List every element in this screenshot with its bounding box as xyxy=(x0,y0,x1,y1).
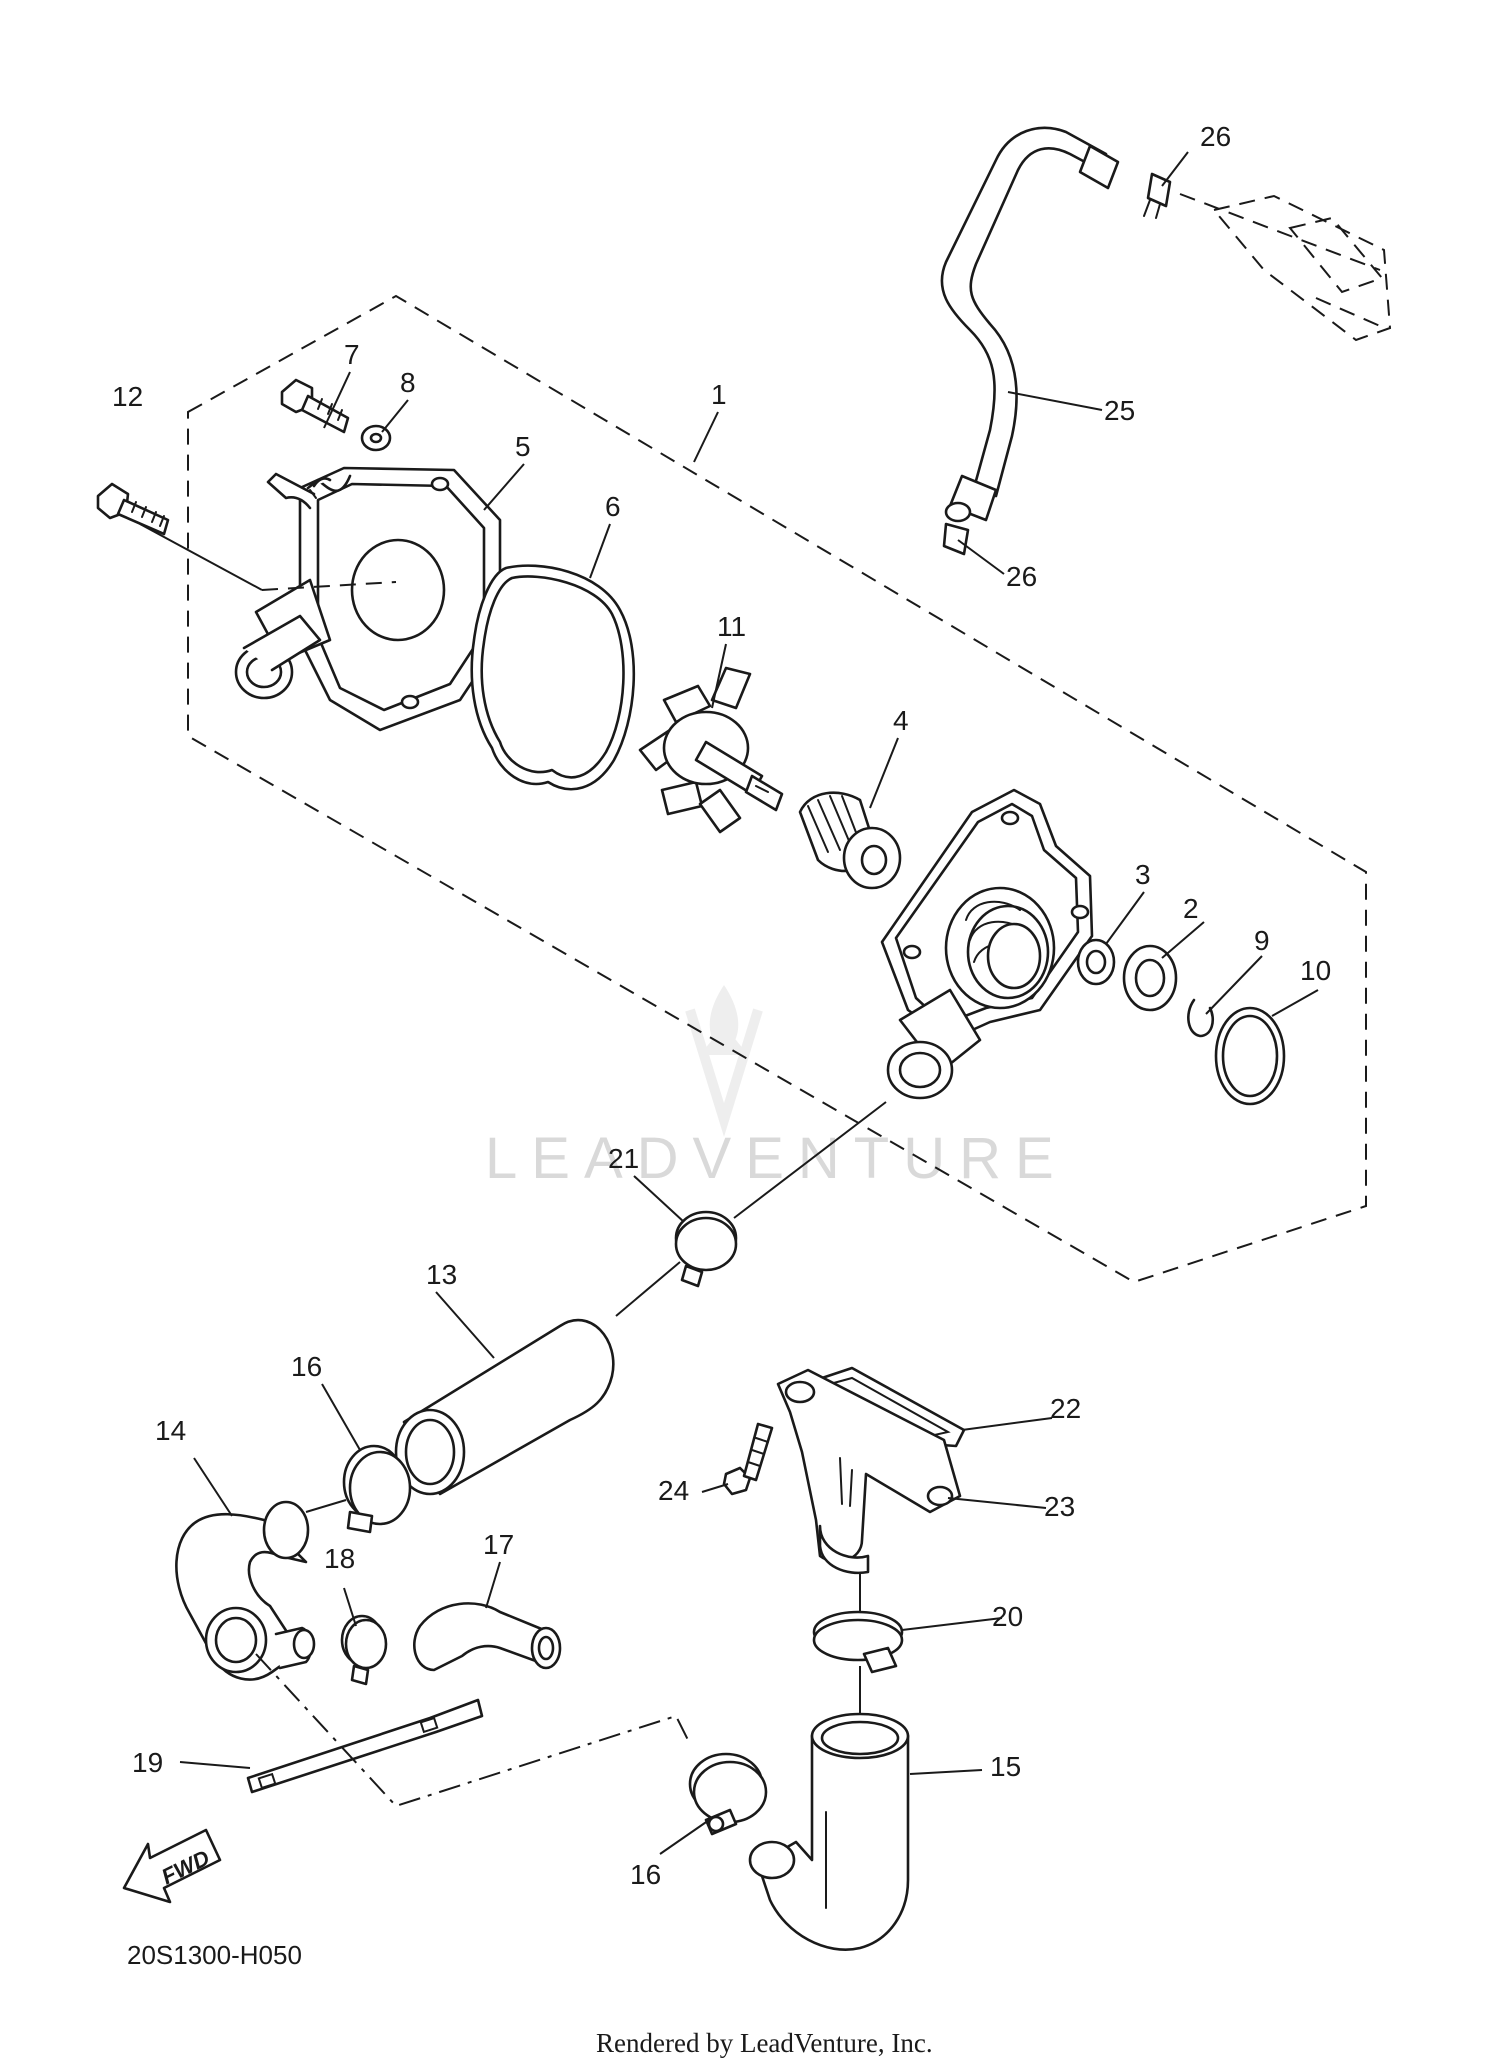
callout-4: 4 xyxy=(893,705,909,736)
clamp-16-upper xyxy=(342,1444,412,1534)
callout-8: 8 xyxy=(400,367,416,398)
callout-2: 2 xyxy=(1183,893,1199,924)
assembly-boundary xyxy=(187,294,1367,1284)
callout-15: 15 xyxy=(990,1751,1021,1782)
callout-9: 9 xyxy=(1254,925,1270,956)
callout-25: 25 xyxy=(1104,395,1135,426)
clamp-21 xyxy=(674,1210,738,1288)
callout-6: 6 xyxy=(605,491,621,522)
bolt-12 xyxy=(96,482,170,536)
o-ring-10 xyxy=(1214,1006,1286,1106)
clamp-16-lower xyxy=(688,1752,768,1836)
bracket-19 xyxy=(246,1698,484,1794)
gasket-6 xyxy=(470,564,636,791)
callout-19: 19 xyxy=(132,1747,163,1778)
callout-1: 1 xyxy=(711,379,727,410)
callout-13: 13 xyxy=(426,1259,457,1290)
callout-3: 3 xyxy=(1135,859,1151,890)
pump-housing xyxy=(880,788,1094,1100)
axis-21-hose13 xyxy=(615,1261,681,1317)
axis-16-upper xyxy=(305,1499,347,1513)
hose-17 xyxy=(413,1602,562,1672)
washer-8 xyxy=(360,424,392,452)
callout-7: 7 xyxy=(344,339,360,370)
callout-22: 22 xyxy=(1050,1393,1081,1424)
bolt-7 xyxy=(280,378,350,434)
callout-17: 17 xyxy=(483,1529,514,1560)
mechanical-seal-4 xyxy=(798,791,902,890)
diagram-code: 20S1300-H050 xyxy=(127,1940,302,1970)
rendered-by-footer: Rendered by LeadVenture, Inc. xyxy=(596,2028,933,2058)
bearing-3 xyxy=(1076,938,1116,986)
leader-12 xyxy=(139,523,263,591)
engine-stub-fitting xyxy=(1179,193,1392,342)
clip-26-lower xyxy=(942,522,970,556)
callout-14: 14 xyxy=(155,1415,186,1446)
callout-16-upper: 16 xyxy=(291,1351,322,1382)
callout-21: 21 xyxy=(608,1143,639,1174)
callout-26-upper: 26 xyxy=(1200,121,1231,152)
callout-11: 11 xyxy=(717,611,746,642)
bolt-24 xyxy=(722,1422,774,1496)
breather-hose-25 xyxy=(940,126,1120,523)
watermark-logo-icon xyxy=(685,985,763,1137)
impeller-11 xyxy=(638,666,784,834)
callout-5: 5 xyxy=(515,431,531,462)
forward-arrow-icon: FWD xyxy=(122,1828,222,1904)
callout-16-lower: 16 xyxy=(630,1859,661,1890)
pump-cover-5 xyxy=(234,466,502,732)
hose-14 xyxy=(175,1500,316,1681)
axis-21-housing xyxy=(733,1101,887,1219)
callout-26-lower: 26 xyxy=(1006,561,1037,592)
callout-20: 20 xyxy=(992,1601,1023,1632)
axis-12 xyxy=(261,581,397,591)
leader-lines xyxy=(179,151,1319,1855)
oil-seal-2 xyxy=(1122,944,1178,1012)
thermostat-cover-23 xyxy=(776,1368,962,1575)
circlip-9 xyxy=(1187,998,1214,1038)
callout-18: 18 xyxy=(324,1543,355,1574)
routing-line xyxy=(255,1653,689,1808)
callout-labels: 1 2 3 4 5 6 7 8 9 10 11 12 13 14 15 16 1… xyxy=(112,121,1331,1890)
callout-23: 23 xyxy=(1044,1491,1075,1522)
clamp-20 xyxy=(812,1610,904,1674)
callout-24: 24 xyxy=(658,1475,689,1506)
clamp-18 xyxy=(340,1614,388,1686)
callout-10: 10 xyxy=(1300,955,1331,986)
callout-12: 12 xyxy=(112,381,143,412)
hose-15 xyxy=(748,1712,910,1951)
watermark-text: LEADVENTURE xyxy=(485,1126,1068,1191)
hose-13 xyxy=(394,1318,615,1496)
